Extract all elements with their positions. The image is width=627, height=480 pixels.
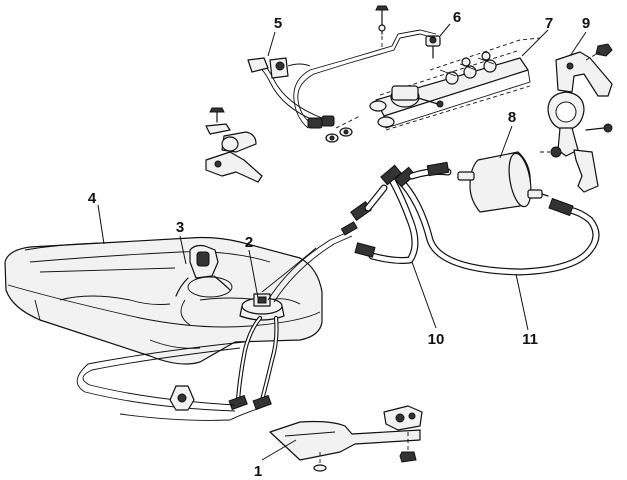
callout-5: 5	[274, 15, 282, 32]
callout-1: 1	[254, 463, 262, 480]
filter-mounting-bracket	[540, 43, 613, 193]
filter-inlet-hose	[408, 161, 452, 180]
callout-6: 6	[453, 9, 461, 26]
callout-8: 8	[508, 109, 516, 126]
callout-7: 7	[545, 15, 553, 32]
callout-2: 2	[245, 234, 253, 251]
fuel-pump-sender-unit	[175, 244, 231, 297]
rail-fuel-pipes	[247, 29, 437, 143]
rubber-mount	[169, 385, 195, 411]
vent-fitting-assembly	[205, 107, 263, 183]
leader-lines	[97, 23, 587, 461]
fuel-pressure-regulator	[390, 85, 444, 108]
callout-11: 11	[522, 331, 538, 348]
fuel-filter	[457, 151, 549, 213]
line-bracket	[269, 405, 423, 472]
callout-3: 3	[176, 219, 184, 236]
fuel-rail-injectors	[369, 37, 541, 131]
fuel-hose-10	[350, 176, 419, 264]
callout-9: 9	[582, 15, 590, 32]
underbody-fuel-pipes	[261, 221, 358, 303]
callout-10: 10	[428, 331, 445, 348]
tank-outlet-fitting	[239, 293, 285, 321]
tank-fuel-lines	[76, 315, 279, 421]
pipe-clip-bolt	[375, 5, 441, 59]
fuel-hose-11	[380, 164, 600, 276]
fuel-tank	[4, 236, 323, 365]
callout-4: 4	[88, 190, 97, 207]
